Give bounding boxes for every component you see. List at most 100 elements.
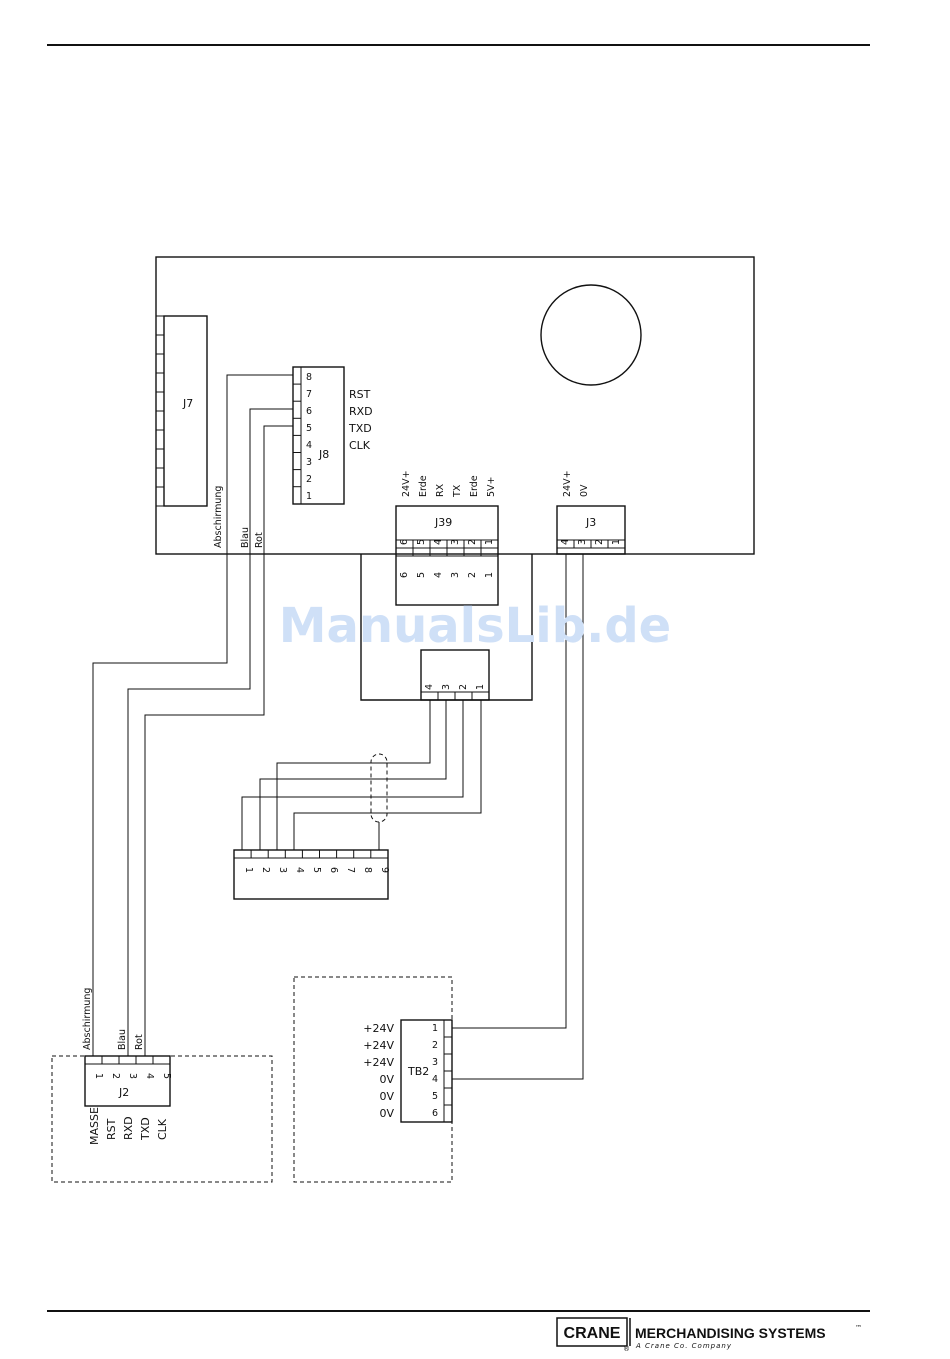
j39-pin-2: 2: [467, 539, 478, 545]
board-round-component: [540, 284, 642, 386]
j39-plug-pin-6: 6: [399, 572, 410, 578]
logo-trademark: ™: [855, 1324, 862, 1332]
j8-pin-2: 2: [306, 474, 312, 485]
plug4-pin-3: 3: [441, 684, 452, 690]
connector-j39: J39 24V+ Erde RX TX Erde 5V+ 6 5 4 3 2 1…: [395, 470, 499, 606]
terminal-pin-6: 6: [328, 867, 339, 873]
j39-plug-pin-4: 4: [433, 572, 444, 578]
wire-j3-0v: [452, 554, 584, 1080]
j39-pin-3: 3: [450, 539, 461, 545]
tb2-signal-6: 0V: [379, 1107, 394, 1120]
j3-pin-1: 1: [611, 539, 622, 545]
cable-shield-marker: [370, 753, 388, 823]
terminal-pin-3: 3: [277, 867, 288, 873]
logo-company: MERCHANDISING SYSTEMS: [635, 1325, 826, 1341]
main-board: [155, 256, 755, 555]
wire-plug4-4: [276, 700, 431, 850]
j8-signal-rst: RST: [349, 388, 371, 401]
wire-blau-top: [127, 408, 293, 1056]
plug-4pin: 4 3 2 1: [420, 649, 490, 701]
j39-signal-erde-2: Erde: [469, 475, 480, 497]
plug4-pin-2: 2: [458, 684, 469, 690]
j3-pin-3: 3: [577, 539, 588, 545]
tb2-signal-1: +24V: [363, 1022, 394, 1035]
logo-tagline: A Crane Co. Company: [635, 1342, 732, 1350]
tb2-pin-2: 2: [432, 1040, 438, 1051]
j3-signal-24v: 24V+: [562, 470, 573, 497]
logo-registered: ®: [623, 1345, 630, 1353]
j39-pin-4: 4: [433, 539, 444, 545]
wire-label-rot-bottom: Rot: [134, 1034, 145, 1050]
j8-pin-6: 6: [306, 406, 312, 417]
j39-signal-tx: TX: [452, 484, 463, 498]
terminal-pin-2: 2: [260, 867, 271, 873]
j39-signal-5v: 5V+: [486, 476, 497, 497]
wire-plug4-1: [293, 700, 482, 850]
module-tb2: [293, 976, 453, 1183]
wire-j3-24v: [452, 554, 567, 1029]
wire-abschirmung-top: [92, 374, 293, 1056]
j2-pin-4: 4: [144, 1073, 155, 1079]
j7-label: J7: [182, 397, 193, 410]
j8-signal-clk: CLK: [349, 439, 371, 452]
wire-rot-top: [144, 425, 293, 1056]
tb2-signal-3: +24V: [363, 1056, 394, 1069]
logo-brand: CRANE: [564, 1325, 621, 1342]
tb2-pin-5: 5: [432, 1091, 438, 1102]
j8-pin-3: 3: [306, 457, 312, 468]
j39-signal-24v: 24V+: [401, 470, 412, 497]
wire-label-rot-top: Rot: [254, 532, 265, 548]
j39-plug-pin-5: 5: [416, 572, 427, 578]
terminal-pin-5: 5: [311, 867, 322, 873]
tb2-signal-5: 0V: [379, 1090, 394, 1103]
j2-pin-5: 5: [161, 1073, 172, 1079]
tb2-pin-1: 1: [432, 1023, 438, 1034]
tb2-signal-2: +24V: [363, 1039, 394, 1052]
j2-pin-1: 1: [93, 1073, 104, 1079]
wire-label-abschirmung-bottom: Abschirmung: [82, 988, 93, 1050]
wire-label-abschirmung-top: Abschirmung: [213, 486, 224, 548]
j2-signal-masse: MASSE: [88, 1107, 101, 1145]
terminal-9pin: 1 2 3 4 5 6 7 8 9: [233, 849, 390, 900]
tb2-pin-4: 4: [432, 1074, 438, 1085]
j8-signal-txd: TXD: [348, 422, 372, 435]
j2-label: J2: [118, 1086, 129, 1099]
connector-j2: 1 2 3 4 5 J2 MASSE RST RXD TXD CLK: [84, 1055, 172, 1145]
wire-label-blau-bottom: Blau: [117, 1029, 128, 1050]
j2-pin-3: 3: [127, 1073, 138, 1079]
plug4-pin-4: 4: [424, 684, 435, 690]
tb2-pin-3: 3: [432, 1057, 438, 1068]
j39-signal-erde-1: Erde: [418, 475, 429, 497]
j8-pin-4: 4: [306, 440, 312, 451]
j39-label: J39: [434, 516, 452, 529]
terminal-pin-1: 1: [243, 867, 254, 873]
j8-pin-5: 5: [306, 423, 312, 434]
j39-pin-1: 1: [484, 539, 495, 545]
j2-signal-rxd: RXD: [122, 1116, 135, 1140]
j3-signal-0v: 0V: [579, 484, 590, 497]
j39-plug-pin-1: 1: [484, 572, 495, 578]
wire-plug4-2: [241, 700, 464, 850]
terminal-pin-8: 8: [362, 867, 373, 873]
connector-tb2: TB2 1 2 3 4 5 6 +24V +24V +24V 0V 0V 0V: [363, 1019, 453, 1123]
tb2-label: TB2: [407, 1065, 429, 1078]
j8-pin-7: 7: [306, 389, 312, 400]
j2-signal-txd: TXD: [139, 1117, 152, 1141]
plug4-pin-1: 1: [475, 684, 486, 690]
j39-signal-rx: RX: [435, 483, 446, 497]
j39-plug-pin-3: 3: [450, 572, 461, 578]
j8-pin-8: 8: [306, 372, 312, 383]
j8-signal-rxd: RXD: [349, 405, 373, 418]
j3-pin-2: 2: [594, 539, 605, 545]
watermark: ManualsLib.de: [279, 598, 671, 654]
terminal-pin-4: 4: [294, 867, 305, 873]
module-j2: [51, 1055, 273, 1183]
j2-signal-rst: RST: [105, 1118, 118, 1140]
terminal-pin-7: 7: [345, 867, 356, 873]
j39-pin-6: 6: [399, 539, 410, 545]
j8-pin-1: 1: [306, 491, 312, 502]
crane-logo: CRANE ® MERCHANDISING SYSTEMS ™ A Crane …: [556, 1317, 862, 1353]
tb2-pin-6: 6: [432, 1108, 438, 1119]
connector-j8: 8 7 6 5 4 3 2 1 J8 RST RXD TXD CLK: [292, 366, 373, 505]
